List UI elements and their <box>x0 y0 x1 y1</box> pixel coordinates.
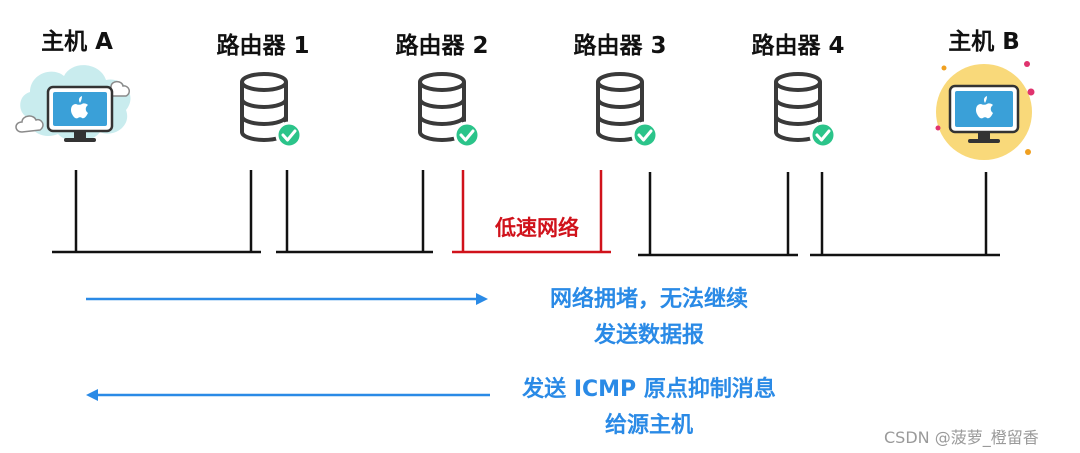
forward-datagram-arrow <box>86 293 488 305</box>
watermark: CSDN @菠萝_橙留香 <box>884 428 1039 447</box>
router-3-check-icon <box>631 121 659 149</box>
router-4-title: 路由器 4 <box>751 33 845 59</box>
icmp-message: 发送 ICMP 原点抑制消息 给源主机 <box>522 372 776 444</box>
router-3-database-icon <box>596 72 659 149</box>
slow-link-router-2-router-3 <box>452 170 611 254</box>
congestion-message-line-2: 发送数据报 <box>593 323 705 348</box>
router-1-title: 路由器 1 <box>216 33 310 59</box>
link-router-1-router-2 <box>276 170 433 254</box>
router-2-database-icon <box>418 72 481 149</box>
link-router-3-router-4 <box>638 172 798 257</box>
icmp-message-line-2: 给源主机 <box>604 413 694 438</box>
congestion-message-line-1: 网络拥堵，无法继续 <box>549 287 749 312</box>
host-a-computer-icon <box>15 65 131 142</box>
host-b-title: 主机 B <box>948 29 1020 55</box>
host-a-title: 主机 A <box>41 29 113 55</box>
host-b-computer-icon <box>935 61 1035 160</box>
router-2-title: 路由器 2 <box>395 33 489 59</box>
slow-network-label: 低速网络 <box>495 216 579 240</box>
router-1-database-icon <box>240 72 303 149</box>
icmp-message-line-1: 发送 ICMP 原点抑制消息 <box>522 377 776 402</box>
router-1-check-icon <box>275 121 303 149</box>
router-4-check-icon <box>809 121 837 149</box>
router-4-database-icon <box>774 72 837 149</box>
link-router-4-host-b <box>810 172 1000 257</box>
congestion-message: 网络拥堵，无法继续 发送数据报 <box>550 282 748 354</box>
router-3-title: 路由器 3 <box>573 33 667 59</box>
router-2-check-icon <box>453 121 481 149</box>
icmp-return-arrow <box>86 389 490 401</box>
link-host-a-router-1 <box>52 170 261 254</box>
